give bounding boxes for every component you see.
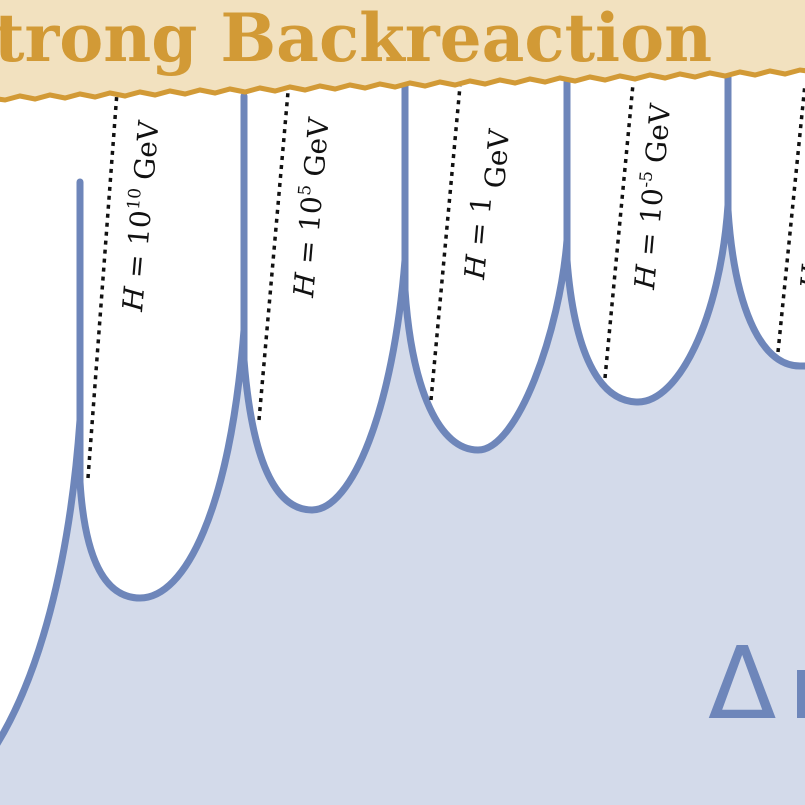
delta-partial-glyph bbox=[797, 670, 805, 718]
h-label-4: H = 10-5 GeV bbox=[627, 102, 677, 292]
banner-title: trong Backreaction bbox=[0, 0, 712, 77]
h-label-2: H = 105 GeV bbox=[286, 115, 336, 299]
shaded-region bbox=[0, 75, 805, 805]
dotted-line-5 bbox=[776, 83, 805, 353]
h-label-1: H = 1010 GeV bbox=[115, 119, 166, 314]
spiky-curve bbox=[0, 71, 805, 746]
h-label-5: H bbox=[794, 263, 805, 292]
dotted-line-4 bbox=[603, 83, 635, 379]
title-banner bbox=[0, 0, 805, 103]
dotted-line-3 bbox=[429, 85, 462, 401]
h-label-3: H = 1 GeV bbox=[458, 126, 516, 283]
delta-symbol: Δ bbox=[708, 625, 776, 742]
dotted-line-2 bbox=[257, 91, 290, 421]
dotted-line-1 bbox=[86, 91, 119, 479]
